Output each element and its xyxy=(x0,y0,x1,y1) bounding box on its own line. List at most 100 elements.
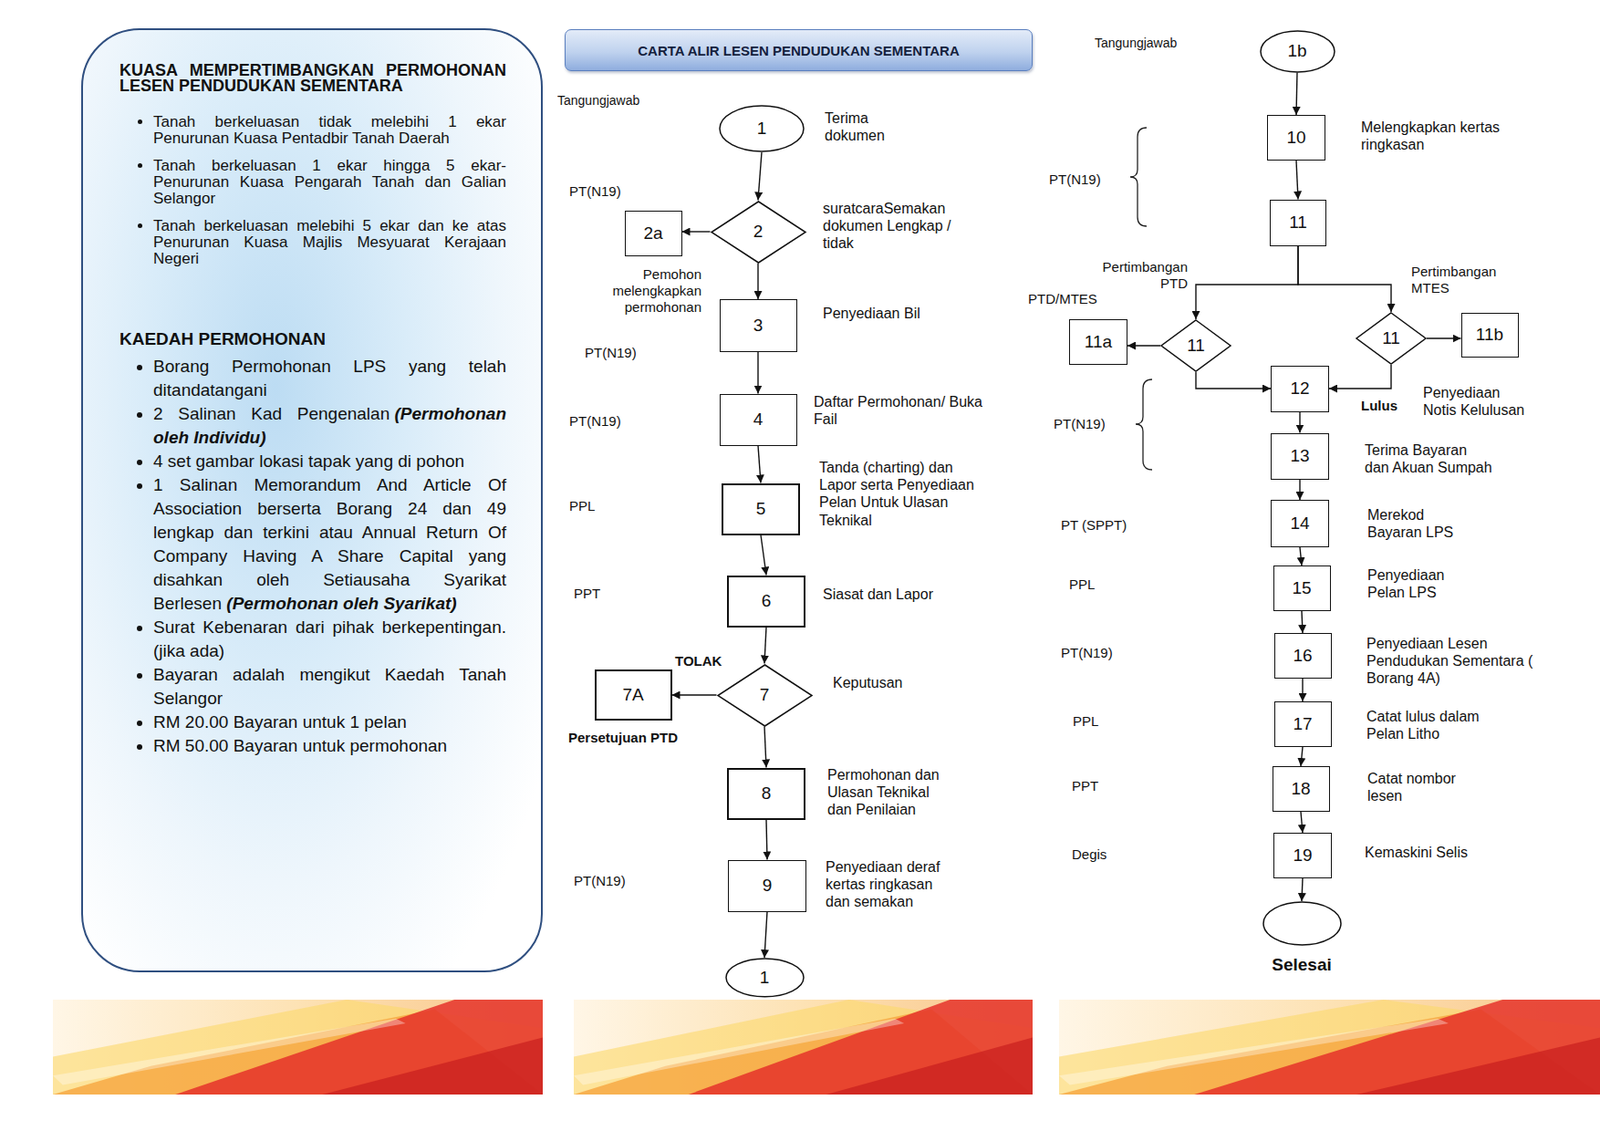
process-box: 18 xyxy=(1272,766,1330,812)
responsibility-label: PPL xyxy=(1069,576,1095,593)
title-text: CARTA ALIR LESEN PENDUDUKAN SEMENTARA xyxy=(637,42,960,59)
terminal-oval: 1b xyxy=(1259,30,1336,73)
step-number: 10 xyxy=(1286,127,1306,148)
flow-arrow xyxy=(1296,160,1299,200)
band-stripe xyxy=(573,1018,904,1086)
process-box: 6 xyxy=(727,575,806,628)
step-number: 5 xyxy=(756,498,767,520)
step-number: 7A xyxy=(622,685,644,706)
step-description: Keputusan xyxy=(832,674,904,692)
diamond-shape xyxy=(1161,320,1231,372)
step-number: 11 xyxy=(1288,212,1308,233)
responsibility-label: Tangungjawab xyxy=(1094,35,1177,52)
edge-label: Pertimbangan MTES xyxy=(1411,263,1521,297)
decision-diamond: 7 xyxy=(716,664,813,728)
process-box: 2a xyxy=(624,210,683,257)
responsibility-label: PT(N19) xyxy=(569,413,622,430)
diamond-shape xyxy=(711,201,806,263)
band-stripe xyxy=(826,1038,1033,1095)
step-number: 2a xyxy=(643,223,663,244)
step-number: 11a xyxy=(1084,332,1112,353)
responsibility-label: Tangungjawab xyxy=(557,93,640,109)
panel-heading: KUASA MEMPERTIMBANGKAN PERMOHONAN LESEN … xyxy=(119,62,507,94)
responsibility-label: Persetujuan PTD xyxy=(568,729,678,747)
curly-bracket xyxy=(1130,127,1147,227)
oval-outline xyxy=(1259,901,1345,946)
process-box: 13 xyxy=(1270,433,1330,480)
process-box: 12 xyxy=(1270,365,1330,413)
step-number: 8 xyxy=(761,783,772,804)
step-number: 1b xyxy=(1287,41,1307,62)
step-number: 18 xyxy=(1290,779,1310,800)
bullet-item: Tanah berkeluasan 1 ekar hingga 5 ekar- … xyxy=(153,157,507,208)
flow-arrow xyxy=(1296,72,1298,116)
flow-arrow xyxy=(1298,246,1392,313)
flow-arrow xyxy=(1298,479,1300,501)
process-box: 5 xyxy=(721,483,800,536)
step-number: 11 xyxy=(1381,328,1401,349)
responsibility-label: PT(N19) xyxy=(1049,171,1102,188)
process-box: 11a xyxy=(1069,319,1128,365)
flow-arrow xyxy=(1426,337,1462,339)
info-panel: KUASA MEMPERTIMBANGKAN PERMOHONAN LESEN … xyxy=(81,28,543,973)
flow-arrow xyxy=(1298,412,1300,434)
band-stripe xyxy=(52,1018,406,1086)
oval-shape xyxy=(726,958,804,998)
responsibility-label: PPL xyxy=(1072,713,1099,730)
terminal-oval: 1 xyxy=(725,957,805,998)
requirement-text: 2 Salinan Kad Pengenalan xyxy=(153,404,390,424)
decorative-band xyxy=(1059,999,1600,1095)
step-description: Permohonan dan Ulasan Teknikal dan Penil… xyxy=(827,766,956,820)
terminal-oval: 1 xyxy=(718,104,805,153)
edge-label: Pertimbangan PTD xyxy=(1078,259,1188,292)
step-number: 15 xyxy=(1291,578,1311,599)
requirement-text: Tanah berkeluasan 1 ekar hingga 5 ekar- … xyxy=(153,156,507,208)
requirement-text: Tanah berkeluasan melebihi 5 ekar dan ke… xyxy=(153,217,507,268)
step-number: 1 xyxy=(757,118,768,139)
flow-arrow xyxy=(764,912,768,959)
step-description: Tanda (charting) dan Lapor serta Penyedi… xyxy=(819,458,993,530)
step-number: 6 xyxy=(761,591,772,612)
flow-arrow xyxy=(682,230,711,232)
decision-diamond: 2 xyxy=(710,200,807,264)
step-description: Daftar Permohonan/ Buka Fail xyxy=(813,393,997,428)
step-description: Merekod Bayaran LPS xyxy=(1367,506,1468,541)
flow-arrow xyxy=(760,535,767,576)
flow-arrow xyxy=(758,152,762,201)
flow-arrow xyxy=(757,352,759,395)
flow-arrow xyxy=(764,627,767,665)
requirement-text: RM 20.00 Bayaran untuk 1 pelan xyxy=(153,712,407,732)
band-stripe xyxy=(1356,1038,1600,1095)
step-number: 13 xyxy=(1289,446,1310,467)
decision-diamond: 11 xyxy=(1160,319,1232,373)
process-box: 3 xyxy=(719,299,798,353)
band-ground xyxy=(1059,999,1600,1095)
responsibility-label: PT(N19) xyxy=(1060,644,1113,662)
bullet-item: 4 set gambar lokasi tapak yang di pohon xyxy=(153,449,507,474)
bullet-item: 2 Salinan Kad Pengenalan(Permohonan oleh… xyxy=(153,402,507,450)
band-stripe xyxy=(573,999,1033,1095)
process-box: 4 xyxy=(719,394,798,447)
flow-arrow xyxy=(1300,811,1303,833)
process-box: 19 xyxy=(1273,832,1332,879)
edge-label: TOLAK xyxy=(675,653,722,670)
step-description: suratcaraSemakan dokumen Lengkap / tidak xyxy=(822,199,969,253)
requirement-text: 1 Salinan Memorandum And Article Of Asso… xyxy=(153,475,507,613)
step-number: 16 xyxy=(1292,645,1312,666)
responsibility-label: PT (SPPT) xyxy=(1060,517,1127,534)
step-description: Penyediaan Notis Kelulusan xyxy=(1423,384,1533,419)
step-number: 3 xyxy=(753,315,764,336)
end-label: Selesai xyxy=(1259,955,1345,976)
edge-label: Lulus xyxy=(1361,397,1398,415)
bullet-item: Borang Permohonan LPS yang telah ditanda… xyxy=(153,354,507,403)
responsibility-label: PT(N19) xyxy=(584,344,637,362)
process-box: 11 xyxy=(1269,199,1327,247)
step-number: 4 xyxy=(753,409,764,430)
connector-group xyxy=(672,72,1462,959)
bullet-item: Bayaran adalah mengikut Kaedah Tanah Sel… xyxy=(153,663,507,711)
decision-diamond: 11 xyxy=(1355,311,1427,365)
bullet-item: RM 50.00 Bayaran untuk permohonan xyxy=(153,734,507,759)
step-number: 11 xyxy=(1186,335,1206,356)
requirement-text: RM 50.00 Bayaran untuk permohonan xyxy=(153,736,447,756)
bullet-list: Tanah berkeluasan tidak melebihi 1 ekar … xyxy=(119,114,507,268)
